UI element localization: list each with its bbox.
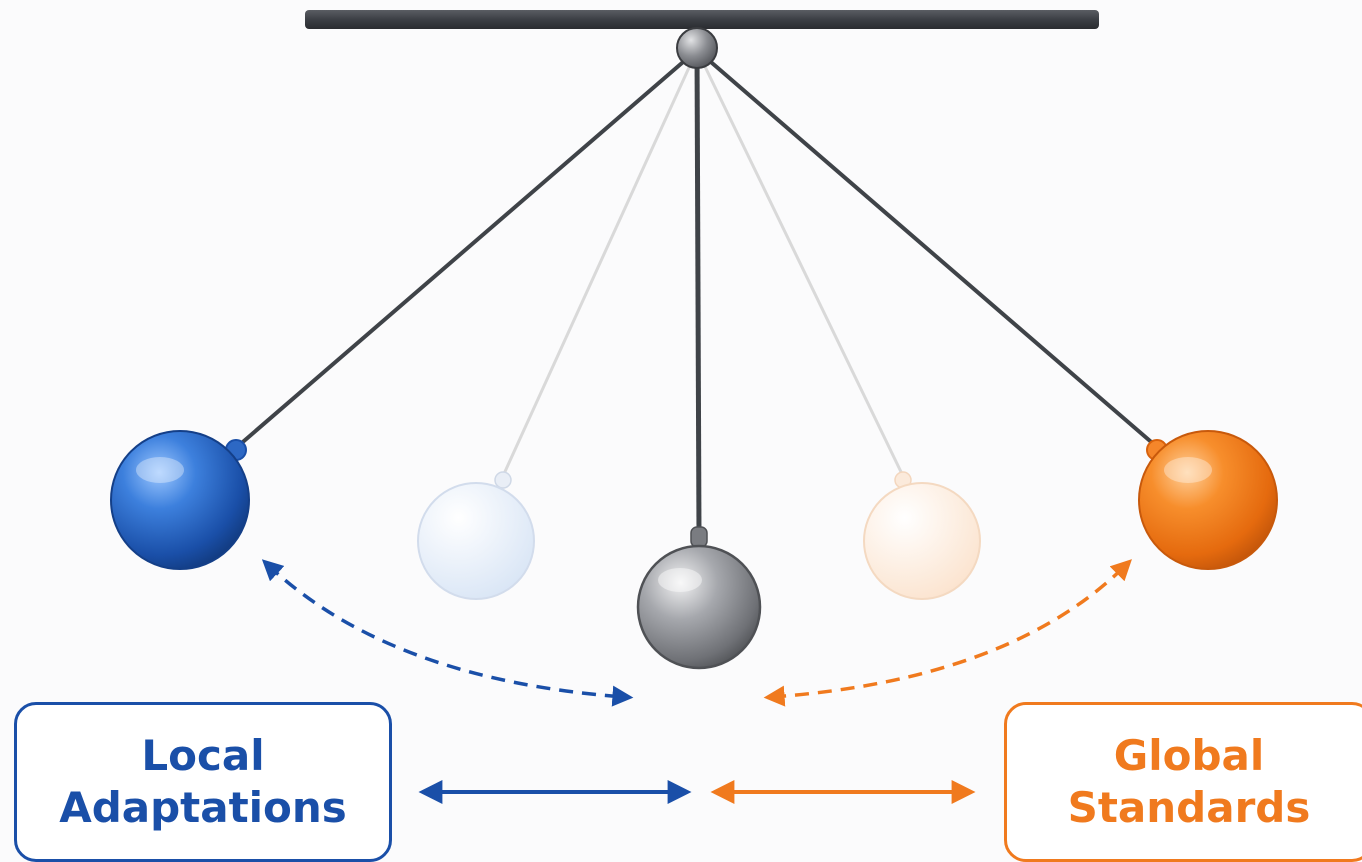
support-bar-icon (305, 10, 1099, 29)
global-standards-box: Global Standards (1004, 702, 1362, 862)
center-ball (636, 526, 762, 670)
global-standards-line2: Standards (1067, 783, 1311, 832)
ghost-ball-left (417, 471, 535, 600)
local-adaptations-line2: Adaptations (59, 783, 347, 832)
dashed-arrow-left (261, 559, 634, 707)
orange-ball (1138, 430, 1278, 570)
string-center (694, 49, 702, 536)
dashed-arrow-right (763, 559, 1132, 707)
local-adaptations-line1: Local (141, 731, 265, 780)
local-adaptations-box: Local Adaptations (14, 702, 392, 862)
blue-ball (110, 430, 250, 570)
string-left (235, 48, 699, 449)
ghost-ball-right (863, 471, 981, 600)
pivot-icon (676, 27, 718, 69)
global-standards-line1: Global (1113, 731, 1265, 780)
string-right (695, 48, 1159, 449)
ghost-string-left (501, 49, 699, 477)
ghost-string-right (695, 49, 905, 477)
